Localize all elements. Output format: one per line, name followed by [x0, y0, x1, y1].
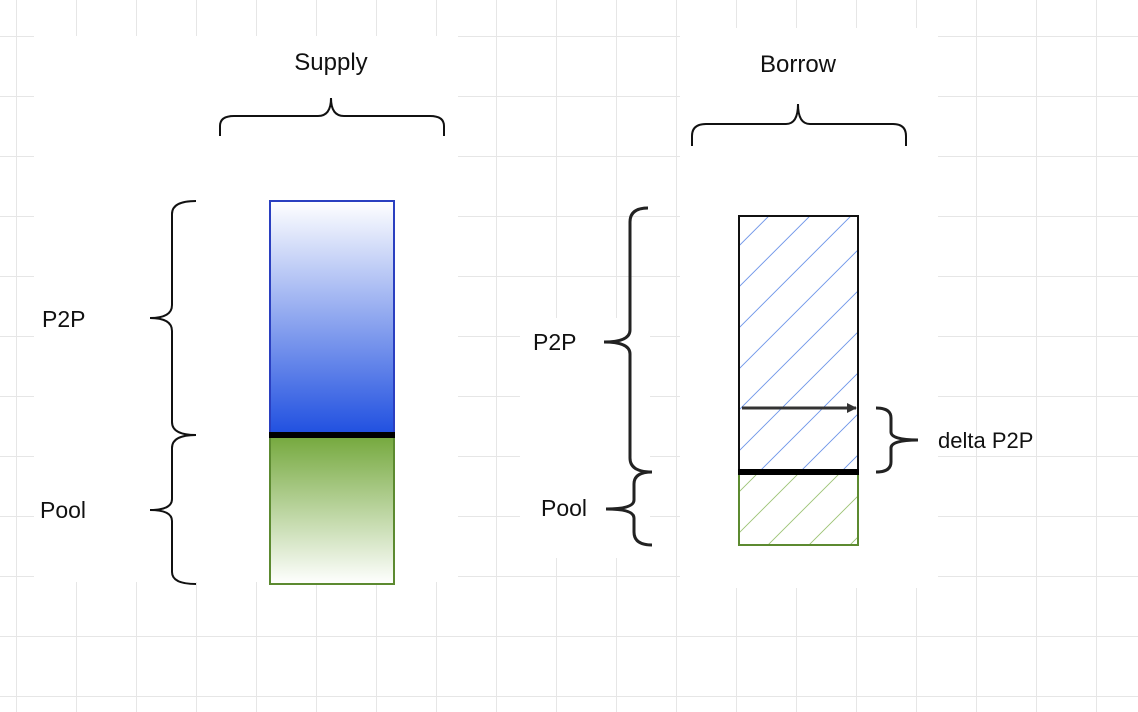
borrow-p2p-brace [603, 206, 653, 474]
borrow-pool-brace [605, 470, 653, 547]
borrow-pool-label: Pool [541, 495, 587, 521]
supply-pool-brace [149, 434, 197, 585]
borrow-delta-brace [875, 406, 919, 474]
supply-p2p-bar [269, 200, 395, 436]
borrow-pool-bar [738, 471, 859, 546]
borrow-title: Borrow [760, 51, 837, 78]
supply-top-brace [219, 97, 445, 136]
borrow-top-brace [691, 103, 907, 146]
supply-title: Supply [294, 49, 367, 76]
supply-p2p-label: P2P [42, 306, 85, 332]
supply-pool-label: Pool [40, 497, 86, 523]
borrow-labels-background [520, 318, 650, 558]
borrow-delta-p2p-label: delta P2P [938, 428, 1033, 453]
supply-p2p-brace [149, 200, 197, 436]
supply-pool-bar [269, 434, 395, 585]
borrow-p2p-label: P2P [533, 329, 576, 355]
borrow-p2p-bar [738, 215, 859, 473]
